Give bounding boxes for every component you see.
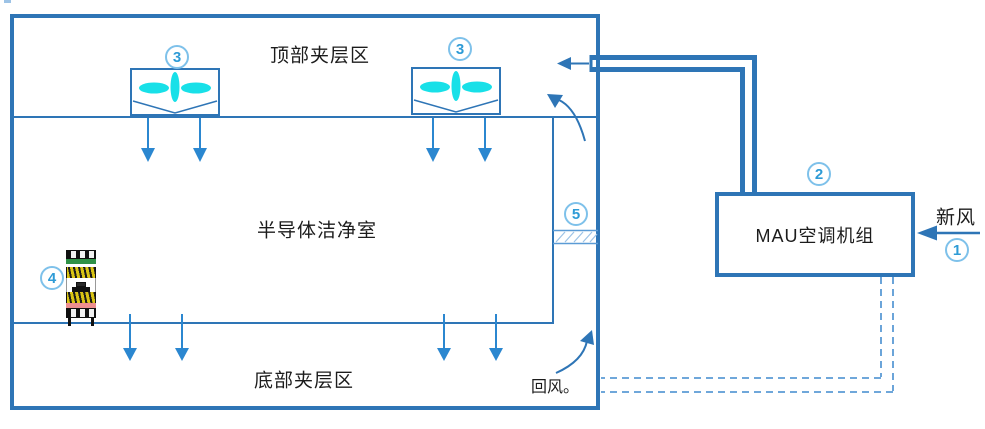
top-plenum-label: 顶部夹层区 [269, 45, 371, 67]
bottom-plenum-ceiling-line [12, 322, 553, 324]
callout-3-ffu-1: 3 [165, 45, 189, 69]
process-equipment-icon [66, 250, 96, 326]
top-plenum-floor-line [12, 116, 598, 118]
mau-unit-box: MAU空调机组 [715, 192, 915, 277]
callout-1-fresh-air: 1 [945, 238, 969, 262]
return-duct-dashed-icon [601, 277, 894, 393]
return-channel-wall-line [552, 116, 554, 324]
return-air-label: 回风。 [530, 379, 580, 396]
callout-5-damper: 5 [564, 202, 588, 226]
callout-4-process-tool: 4 [40, 266, 64, 290]
bottom-plenum-label: 底部夹层区 [253, 370, 355, 392]
crop-artifact [4, 0, 11, 3]
cleanroom-label: 半导体洁净室 [256, 220, 378, 242]
fresh-air-label: 新风 [935, 207, 977, 229]
cleanroom-building-outline [10, 14, 600, 410]
mau-unit-label: MAU空调机组 [755, 225, 875, 246]
callout-2-mau: 2 [807, 162, 831, 186]
callout-3-ffu-2: 3 [448, 37, 472, 61]
supply-duct-icon [589, 55, 757, 194]
